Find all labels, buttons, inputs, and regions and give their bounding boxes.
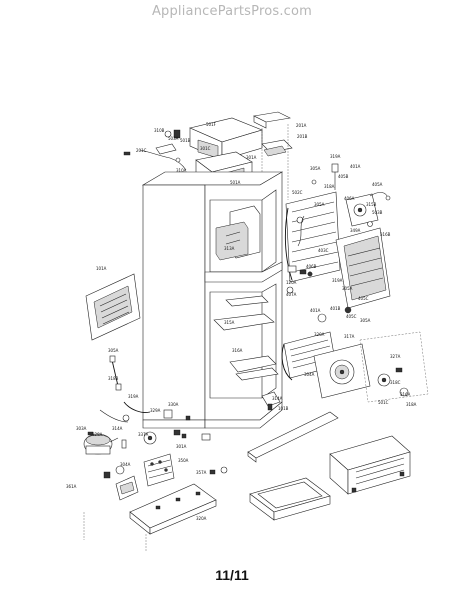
callout-label: 407A <box>286 292 297 297</box>
callout-label: 101A <box>96 266 107 271</box>
sensor-parts-right <box>286 163 352 323</box>
callout-label: 405B <box>338 174 349 179</box>
fan-motor-small-parts <box>123 129 187 171</box>
callout-label: 316A <box>400 392 411 397</box>
misc-small-parts <box>83 415 228 552</box>
tubing-and-fittings <box>99 355 181 479</box>
callout-label: 357A <box>196 470 207 475</box>
callout-label: 405C <box>346 314 357 319</box>
fan-bracket <box>345 192 391 227</box>
callout-label: 303A <box>76 426 87 431</box>
lower-hinge <box>261 391 281 411</box>
callout-label: 301A <box>246 155 257 160</box>
evaporator-assembly <box>284 191 341 283</box>
callout-label: 201A <box>296 123 307 128</box>
callout-label: 315A <box>224 320 235 325</box>
callout-label: 318B <box>108 376 119 381</box>
callout-label: 501F <box>206 122 217 127</box>
callout-label: 318C <box>390 380 401 385</box>
callout-label: 201C <box>136 148 147 153</box>
callout-label: 316A <box>232 348 243 353</box>
callout-label: 101B <box>278 406 289 411</box>
callout-label: 310A <box>176 168 187 173</box>
callout-label: 320A <box>196 516 207 521</box>
callout-label: 349A <box>350 228 361 233</box>
site-watermark: AppliancePartsPros.com <box>151 4 313 19</box>
callout-label: 406A <box>344 196 355 201</box>
page-number: 11/11 <box>215 567 249 583</box>
callout-label: 327A <box>390 354 401 359</box>
base-plate <box>115 475 217 535</box>
callout-label: 304A <box>304 372 315 377</box>
front-base-grille <box>247 411 339 463</box>
callout-label: 318A <box>406 402 417 407</box>
callout-label: 316B <box>380 232 391 237</box>
callout-label: 401A <box>310 308 321 313</box>
machine-compartment-fan <box>313 331 429 403</box>
callout-label: 403C <box>318 248 329 253</box>
callout-label: 329A <box>150 408 161 413</box>
callout-label: 319A <box>330 154 341 159</box>
callout-label: 501C <box>378 400 389 405</box>
callout-label: 301A <box>176 444 187 449</box>
callout-label: 320A <box>314 332 325 337</box>
evaporator-cover <box>335 227 391 309</box>
refrigerator-cabinet <box>141 171 284 429</box>
callout-label: 330A <box>168 402 179 407</box>
callout-label: 301C <box>200 146 211 151</box>
callout-label: 310B <box>154 128 165 133</box>
callout-label: 304A <box>120 462 131 467</box>
callout-label: 501B <box>180 138 191 143</box>
callout-label: 313A <box>224 246 235 251</box>
callout-label: 319A <box>332 278 343 283</box>
rear-cover-panel <box>85 273 141 341</box>
callout-label: 401A <box>350 164 361 169</box>
callout-label: 305A <box>342 286 353 291</box>
callout-label: 502C <box>292 190 303 195</box>
callout-label: 406B <box>306 264 317 269</box>
callout-label: 201B <box>297 134 308 139</box>
callout-label: 120A <box>286 280 297 285</box>
callout-label: 361A <box>66 484 77 489</box>
callout-label: 401B <box>330 306 341 311</box>
callout-label: 318A <box>324 184 335 189</box>
compressor <box>83 433 119 455</box>
condenser-coil-small <box>143 453 175 487</box>
drain-tray <box>249 477 331 521</box>
callout-label: 319A <box>128 394 139 399</box>
air-duct-assembly <box>253 111 293 200</box>
callout-label: 337A <box>138 432 149 437</box>
callout-label: 314A <box>272 396 283 401</box>
callout-label: 314A <box>112 426 123 431</box>
callout-label: 328A <box>92 432 103 437</box>
callout-label: 305A <box>310 166 321 171</box>
drain-pan-box <box>329 435 411 495</box>
callout-label: 405C <box>358 296 369 301</box>
callout-label: 315B <box>366 202 377 207</box>
callout-label: 503A <box>168 136 179 141</box>
callout-label: 305A <box>360 318 371 323</box>
callout-labels: 501F 201A 201B 301A 301C 501A 310B 503A … <box>66 122 417 521</box>
callout-label: 503B <box>372 210 383 215</box>
callout-label: 405A <box>372 182 383 187</box>
callout-label: 350A <box>178 458 189 463</box>
callout-label: 305A <box>314 202 325 207</box>
callout-label: 305A <box>108 348 119 353</box>
callout-label: 501A <box>230 180 241 185</box>
callout-label: 317A <box>344 334 355 339</box>
